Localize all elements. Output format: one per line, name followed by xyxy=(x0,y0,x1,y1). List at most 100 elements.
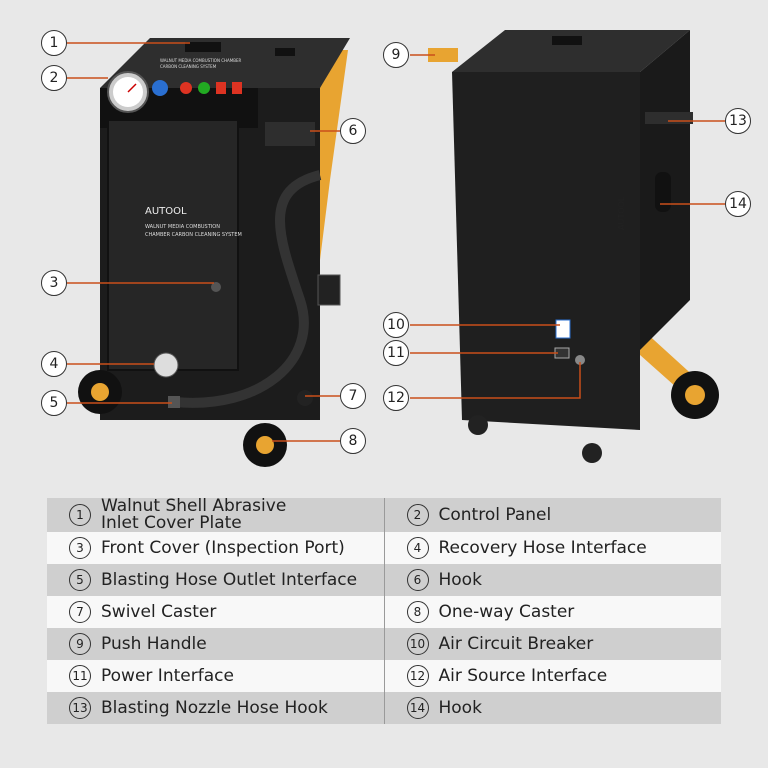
legend-row: 5 Blasting Hose Outlet Interface 6 Hook xyxy=(47,564,721,596)
legend-row: 11 Power Interface 12 Air Source Interface xyxy=(47,660,721,692)
legend-number: 8 xyxy=(406,601,429,623)
regulator-knob xyxy=(152,80,168,96)
legend-label: Push Handle xyxy=(101,633,207,654)
legend-label: Recovery Hose Interface xyxy=(438,537,647,558)
callout-2: 2 xyxy=(41,65,67,91)
callout-12: 12 xyxy=(383,385,409,411)
swivel-caster xyxy=(297,390,313,406)
green-button xyxy=(198,82,210,94)
callout-4: 4 xyxy=(41,351,67,377)
panel-text-line2: CARBON CLEANING SYSTEM xyxy=(160,64,217,69)
legend-number: 5 xyxy=(69,569,91,591)
push-handle xyxy=(428,48,458,62)
legend-label: Front Cover (Inspection Port) xyxy=(101,537,345,558)
legend-cell: 11 Power Interface xyxy=(47,660,385,692)
panel-text-line1: WALNUT MEDIA COMBUSTION CHAMBER xyxy=(160,58,241,63)
legend-number: 1 xyxy=(69,504,91,526)
rocker-switch-1 xyxy=(216,82,226,94)
legend-row: 1 Walnut Shell Abrasive Inlet Cover Plate… xyxy=(47,498,721,532)
legend-label: Air Source Interface xyxy=(438,665,608,686)
legend-number: 11 xyxy=(69,665,91,687)
legend-label: Blasting Nozzle Hose Hook xyxy=(101,697,328,718)
legend-row: 7 Swivel Caster 8 One-way Caster xyxy=(47,596,721,628)
recovery-hose-interface xyxy=(153,352,179,378)
legend-cell: 10 Air Circuit Breaker xyxy=(384,628,721,660)
parts-legend-table: 1 Walnut Shell Abrasive Inlet Cover Plate… xyxy=(47,498,721,724)
legend-label: Walnut Shell Abrasive Inlet Cover Plate xyxy=(101,496,287,533)
callout-10: 10 xyxy=(383,312,409,338)
legend-number: 10 xyxy=(406,633,429,655)
rear-top xyxy=(452,30,690,72)
inlet-cover-plate xyxy=(185,42,221,52)
rear-top-plate xyxy=(552,36,582,45)
legend-number: 14 xyxy=(406,697,429,719)
top-latch xyxy=(275,48,295,56)
callout-9: 9 xyxy=(383,42,409,68)
nozzle-hose-hook xyxy=(645,112,693,124)
caster-hub xyxy=(256,436,274,454)
legend-cell: 13 Blasting Nozzle Hose Hook xyxy=(47,692,385,724)
legend-label: Air Circuit Breaker xyxy=(438,633,594,654)
callout-1: 1 xyxy=(41,30,67,56)
legend-cell: 6 Hook xyxy=(384,564,721,596)
legend-cell: 7 Swivel Caster xyxy=(47,596,385,628)
legend-cell: 1 Walnut Shell Abrasive Inlet Cover Plate xyxy=(47,496,385,533)
rear-face xyxy=(452,72,640,430)
air-circuit-breaker xyxy=(555,319,571,339)
legend-row: 3 Front Cover (Inspection Port) 4 Recovery… xyxy=(47,532,721,564)
callout-13: 13 xyxy=(725,108,751,134)
legend-label: Power Interface xyxy=(101,665,234,686)
front-cover-door xyxy=(107,119,239,371)
door-lock xyxy=(211,282,221,292)
legend-number: 3 xyxy=(69,537,91,559)
legend-number: 13 xyxy=(69,697,91,719)
front-brand: AUTOOL xyxy=(145,206,187,217)
legend-label: Blasting Hose Outlet Interface xyxy=(101,569,358,590)
red-button xyxy=(180,82,192,94)
front-hook xyxy=(265,122,315,146)
callout-8: 8 xyxy=(340,428,366,454)
front-text-line2: CHAMBER CARBON CLEANING SYSTEM xyxy=(145,232,242,238)
left-wheel-hub xyxy=(91,383,109,401)
legend-cell: 4 Recovery Hose Interface xyxy=(384,532,721,564)
legend-number: 7 xyxy=(69,601,91,623)
legend-cell: 9 Push Handle xyxy=(47,628,385,660)
legend-number: 2 xyxy=(406,504,429,526)
legend-label: One-way Caster xyxy=(438,601,575,622)
rear-caster-right xyxy=(582,443,602,463)
blasting-hose-outlet xyxy=(168,396,180,408)
leader-12 xyxy=(410,362,581,399)
callout-6: 6 xyxy=(340,118,366,144)
callout-3: 3 xyxy=(41,270,67,296)
callout-leaders xyxy=(67,42,725,442)
legend-cell: 12 Air Source Interface xyxy=(384,660,721,692)
legend-label: Swivel Caster xyxy=(101,601,217,622)
legend-row: 9 Push Handle 10 Air Circuit Breaker xyxy=(47,628,721,660)
blasting-nozzle xyxy=(317,274,341,306)
legend-number: 6 xyxy=(406,569,429,591)
callout-7: 7 xyxy=(340,383,366,409)
side-hook xyxy=(655,172,671,212)
rear-right-hub xyxy=(685,385,705,405)
rocker-switch-2 xyxy=(232,82,242,94)
front-text-line1: WALNUT MEDIA COMBUSTION xyxy=(145,224,220,230)
legend-label: Hook xyxy=(438,569,482,590)
gauge-needle xyxy=(127,83,137,93)
rear-caster-left xyxy=(468,415,488,435)
callout-14: 14 xyxy=(725,191,751,217)
callout-11: 11 xyxy=(383,340,409,366)
air-source-interface xyxy=(575,355,585,365)
side-brand: AUTOOL xyxy=(617,196,626,230)
product-illustration: AUTOOL WALNUT MEDIA COMBUSTION CHAMBER C… xyxy=(41,30,751,467)
legend-number: 4 xyxy=(406,537,429,559)
legend-number: 12 xyxy=(406,665,429,687)
callout-5: 5 xyxy=(41,390,67,416)
legend-number: 9 xyxy=(69,633,91,655)
legend-cell: 5 Blasting Hose Outlet Interface xyxy=(47,564,385,596)
legend-cell: 3 Front Cover (Inspection Port) xyxy=(47,532,385,564)
machine-drawing: AUTOOL WALNUT MEDIA COMBUSTION CHAMBER C… xyxy=(67,30,725,467)
blasting-hose xyxy=(174,170,322,408)
